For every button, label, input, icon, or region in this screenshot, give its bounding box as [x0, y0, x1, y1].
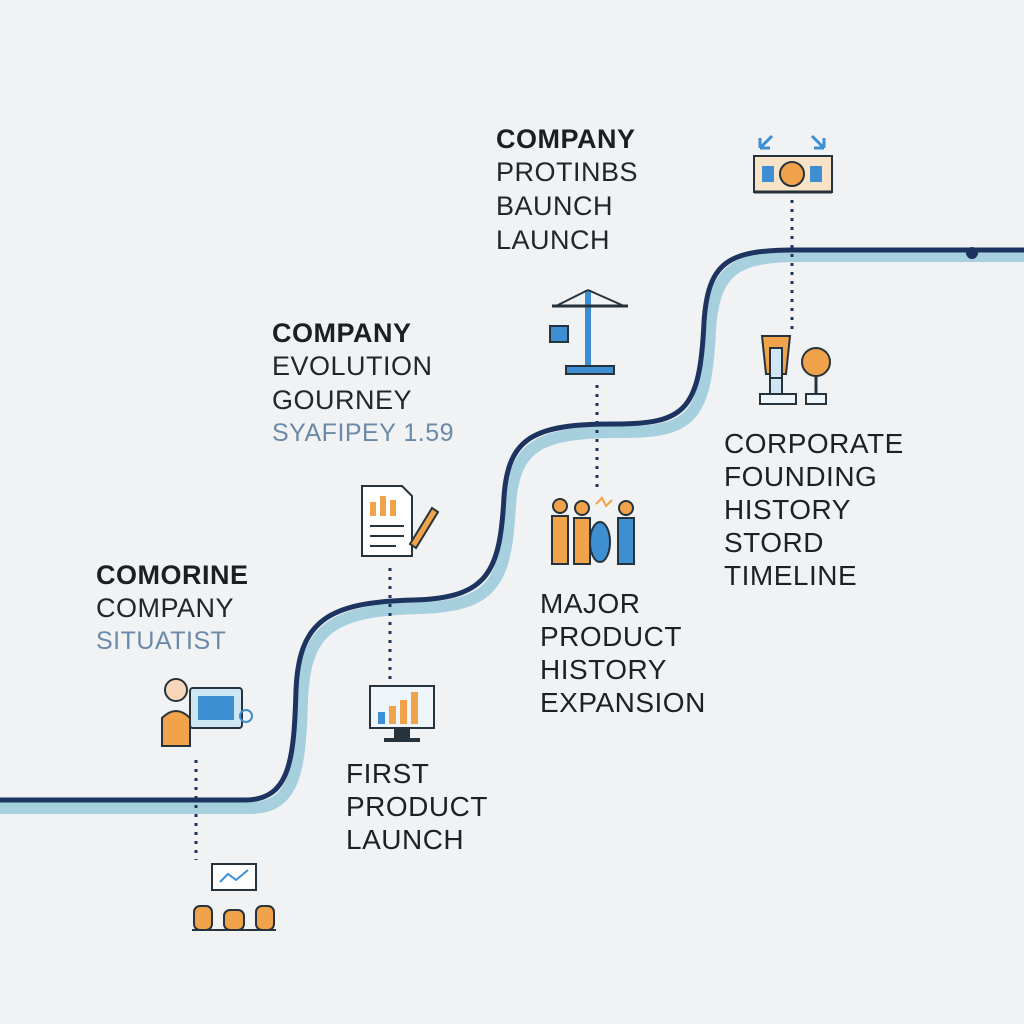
label-3-line-5: TIMELINE — [724, 560, 858, 591]
milestone-2-block: COMPANY EVOLUTION GOURNEY SYAFIPEY 1.59 — [272, 320, 454, 453]
milestone-1-heading: COMORINE — [96, 560, 249, 590]
founder-at-desk-icon — [161, 678, 253, 747]
timeline-path — [0, 247, 1024, 803]
milestone-3-line-2: BAUNCH — [496, 191, 614, 221]
analytics-monitor-icon — [369, 685, 435, 742]
milestone-3-line-3: LAUNCH — [496, 225, 611, 255]
milestone-2-line-2: GOURNEY — [272, 385, 413, 415]
team-celebration-icon — [551, 496, 635, 565]
construction-crane-icon — [549, 289, 628, 375]
timeline-end-dot — [966, 247, 978, 259]
growth-billboard-icon — [753, 134, 833, 194]
label-2-line-1: MAJOR — [540, 588, 641, 619]
label-2-line-2: PRODUCT — [540, 621, 682, 652]
milestone-2-line-3: SYAFIPEY 1.59 — [272, 419, 455, 447]
label-3-line-4: STORD — [724, 527, 824, 558]
label-3-line-2: FOUNDING — [724, 461, 878, 492]
milestone-2-line-1: EVOLUTION — [272, 351, 433, 381]
label-2-line-3: HISTORY — [540, 654, 667, 685]
label-corporate-founding: CORPORATE FOUNDING HISTORY STORD TIMELIN… — [724, 430, 904, 595]
label-1-line-1: FIRST — [346, 758, 430, 789]
label-2-line-4: EXPANSION — [540, 687, 706, 718]
label-major-product: MAJOR PRODUCT HISTORY EXPANSION — [540, 590, 706, 722]
milestone-3-block: COMPANY PROTINBS BAUNCH LAUNCH — [496, 126, 638, 261]
label-3-line-1: CORPORATE — [724, 428, 904, 459]
business-presentation-icon — [192, 863, 276, 931]
milestone-1-block: COMORINE COMPANY SITUATIST — [96, 562, 249, 661]
label-1-line-3: LAUNCH — [346, 824, 465, 855]
milestone-1-line-1: COMPANY — [96, 593, 235, 623]
label-1-line-2: PRODUCT — [346, 791, 488, 822]
milestone-2-heading: COMPANY — [272, 318, 412, 348]
milestone-1-line-2: SITUATIST — [96, 627, 227, 655]
label-3-line-3: HISTORY — [724, 494, 851, 525]
label-first-product: FIRST PRODUCT LAUNCH — [346, 760, 488, 859]
milestone-3-heading: COMPANY — [496, 124, 636, 154]
document-report-icon — [361, 485, 440, 557]
trophy-award-icon — [759, 335, 831, 405]
milestone-3-line-1: PROTINBS — [496, 157, 639, 187]
timeline-path-glow — [0, 250, 1024, 814]
